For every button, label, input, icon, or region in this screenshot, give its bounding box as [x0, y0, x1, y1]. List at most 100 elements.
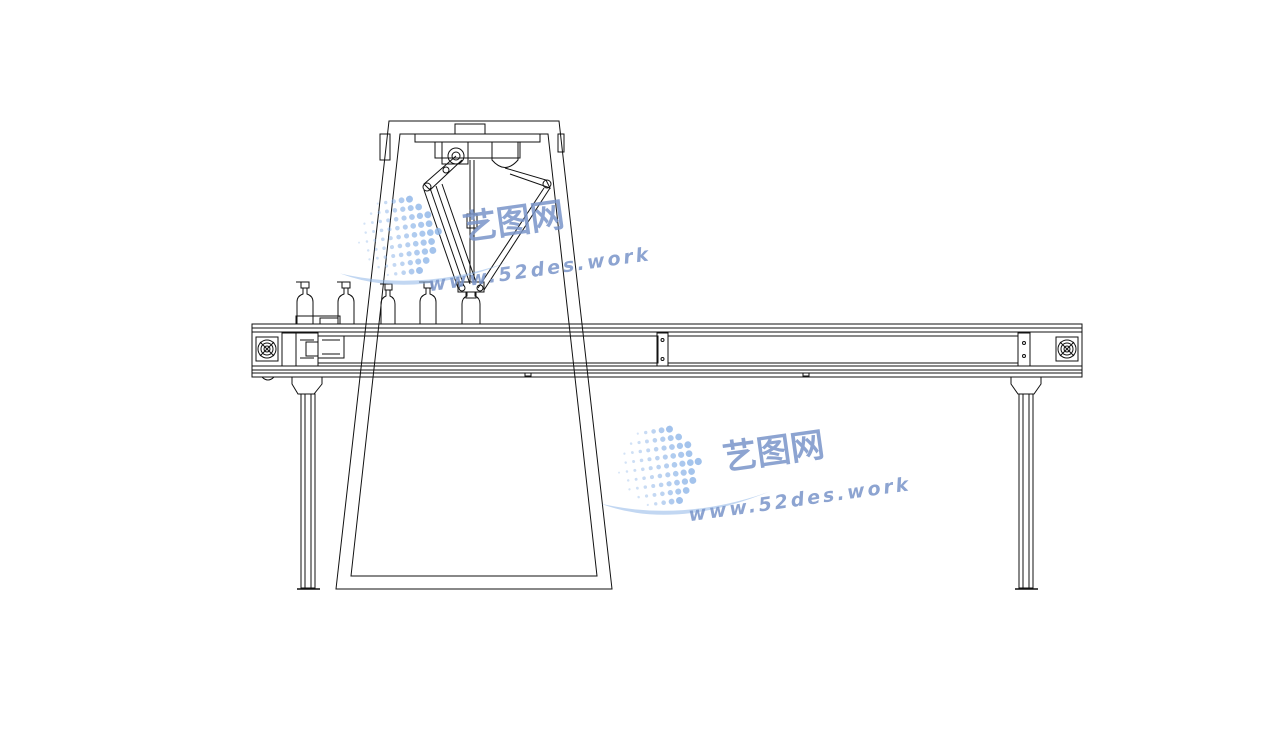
- globe-dot: [411, 232, 418, 238]
- globe-dot: [408, 268, 415, 275]
- globe-dot: [384, 264, 389, 268]
- globe-dot: [686, 459, 694, 466]
- pulley-left: [255, 336, 279, 362]
- globe-dot: [630, 451, 634, 454]
- globe-dot: [623, 452, 626, 455]
- globe-dot: [656, 464, 661, 470]
- watermark-logo: 艺图网 www.52des.work: [600, 425, 913, 526]
- globe-dot: [363, 222, 366, 225]
- globe-dot: [670, 453, 677, 459]
- globe-dot: [646, 448, 651, 453]
- conveyor-leg-right: [1010, 376, 1042, 590]
- globe-dot: [421, 248, 429, 255]
- globe-icon: [358, 195, 442, 277]
- swoosh-icon: [600, 492, 769, 515]
- globe-dot: [626, 479, 630, 482]
- globe-dot: [391, 253, 396, 259]
- globe-dot: [395, 225, 400, 231]
- globe-dot: [385, 209, 389, 214]
- globe-dot: [664, 463, 670, 469]
- globe-dot: [429, 246, 437, 254]
- globe-dot: [688, 468, 695, 475]
- globe-dot: [674, 479, 680, 486]
- globe-dot: [668, 498, 675, 505]
- globe-dot: [416, 212, 424, 220]
- globe-dot: [638, 449, 643, 454]
- globe-dot: [680, 469, 687, 476]
- globe-dot: [381, 237, 385, 242]
- globe-dot: [637, 495, 640, 499]
- conveyor-frame: [251, 323, 1083, 381]
- globe-dot: [426, 229, 434, 236]
- globe-dot: [387, 227, 392, 232]
- globe-dot: [383, 255, 388, 259]
- globe-dot: [434, 227, 442, 236]
- globe-dot: [678, 451, 685, 458]
- globe-dot: [379, 228, 384, 233]
- globe-dot: [635, 486, 639, 490]
- swoosh-icon: [340, 262, 509, 285]
- globe-dot: [378, 219, 383, 224]
- globe-dot: [425, 220, 433, 228]
- globe-dot: [671, 462, 678, 468]
- globe-dot: [404, 233, 410, 239]
- globe-dot: [657, 473, 663, 479]
- globe-dot: [377, 210, 381, 215]
- globe-dot: [366, 249, 370, 252]
- globe-dot: [634, 477, 638, 481]
- globe-dot: [372, 229, 376, 233]
- globe-dot: [633, 468, 637, 472]
- globe-dot: [398, 197, 405, 204]
- globe-dot: [365, 240, 369, 243]
- globe-dot: [410, 223, 417, 229]
- globe-dot: [392, 208, 398, 213]
- globe-dot: [654, 502, 658, 506]
- delta-robot: [414, 123, 552, 299]
- globe-dot: [647, 457, 652, 462]
- globe-dot: [409, 214, 415, 220]
- globe-dot: [644, 494, 649, 498]
- globe-dot: [667, 490, 673, 496]
- globe-dot: [412, 240, 419, 247]
- globe-dot: [646, 503, 649, 507]
- globe-dot: [661, 445, 667, 451]
- globe-dot: [401, 270, 406, 276]
- globe-dot: [414, 249, 420, 256]
- globe-dot: [402, 224, 408, 230]
- globe-dot: [384, 200, 388, 205]
- globe-icon: [618, 425, 702, 507]
- globe-dot: [377, 265, 380, 269]
- globe-dot: [419, 230, 426, 237]
- globe-dot: [624, 461, 627, 464]
- globe-dot: [400, 206, 406, 212]
- watermark-url: www.52des.work: [687, 473, 913, 526]
- globe-dot: [393, 216, 399, 222]
- globe-dot: [376, 202, 379, 205]
- globe-dot: [416, 266, 423, 274]
- globe-dot: [628, 488, 631, 491]
- globe-dot: [636, 432, 639, 435]
- globe-dot: [392, 262, 397, 267]
- globe-dot: [682, 487, 690, 494]
- globe-dot: [665, 472, 671, 478]
- globe-dot: [407, 205, 414, 212]
- globe-dot: [644, 430, 648, 435]
- globe-dot: [676, 442, 684, 450]
- globe-dot: [618, 471, 621, 474]
- watermark-brand: 艺图网: [460, 195, 567, 249]
- globe-dot: [629, 442, 633, 445]
- globe-dot: [675, 433, 683, 441]
- globe-dot: [658, 427, 665, 434]
- globe-dot: [370, 221, 374, 224]
- globe-dot: [672, 470, 679, 477]
- globe-dot: [665, 425, 673, 433]
- globe-dot: [652, 438, 658, 443]
- globe-dot: [422, 257, 430, 264]
- globe-dot: [369, 212, 373, 215]
- bottle: [296, 281, 314, 325]
- pulley-right: [1055, 336, 1079, 362]
- globe-dot: [358, 241, 361, 244]
- globe-dot: [382, 246, 386, 250]
- globe-dot: [689, 476, 697, 484]
